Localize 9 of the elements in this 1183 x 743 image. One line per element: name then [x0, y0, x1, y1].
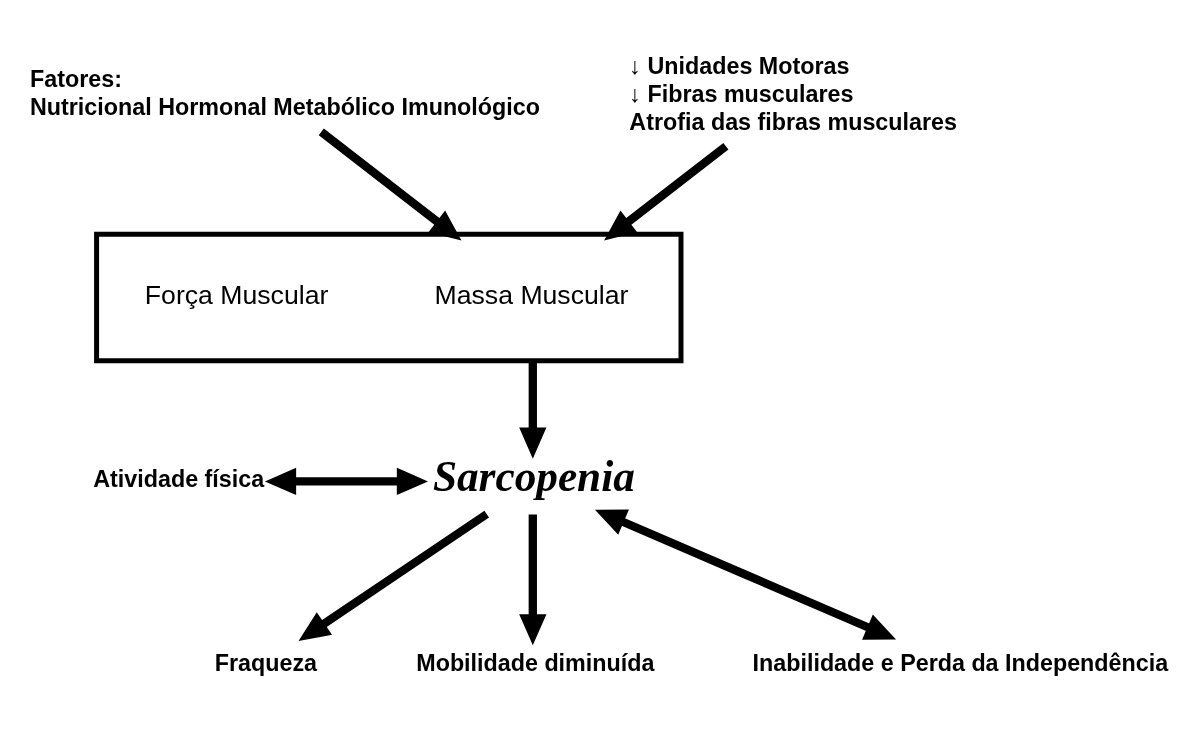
node-text: Massa Muscular — [434, 279, 629, 310]
node-text: Mobilidade diminuída — [416, 649, 655, 676]
node-text: Inabilidade e Perda da Independência — [752, 649, 1169, 676]
node-text: Força Muscular — [144, 279, 329, 310]
node-text: Atividade física — [93, 465, 265, 492]
node-text: Fraqueza — [214, 649, 318, 676]
node-text: Fatores: Nutricional Hormonal Metabólico Imunológico — [29, 66, 540, 121]
node-text: ↓ Unidades Motoras ↓ Fibras musculares Atrofia das fibras musculares — [629, 52, 957, 136]
node-text: Sarcopenia — [432, 452, 635, 501]
